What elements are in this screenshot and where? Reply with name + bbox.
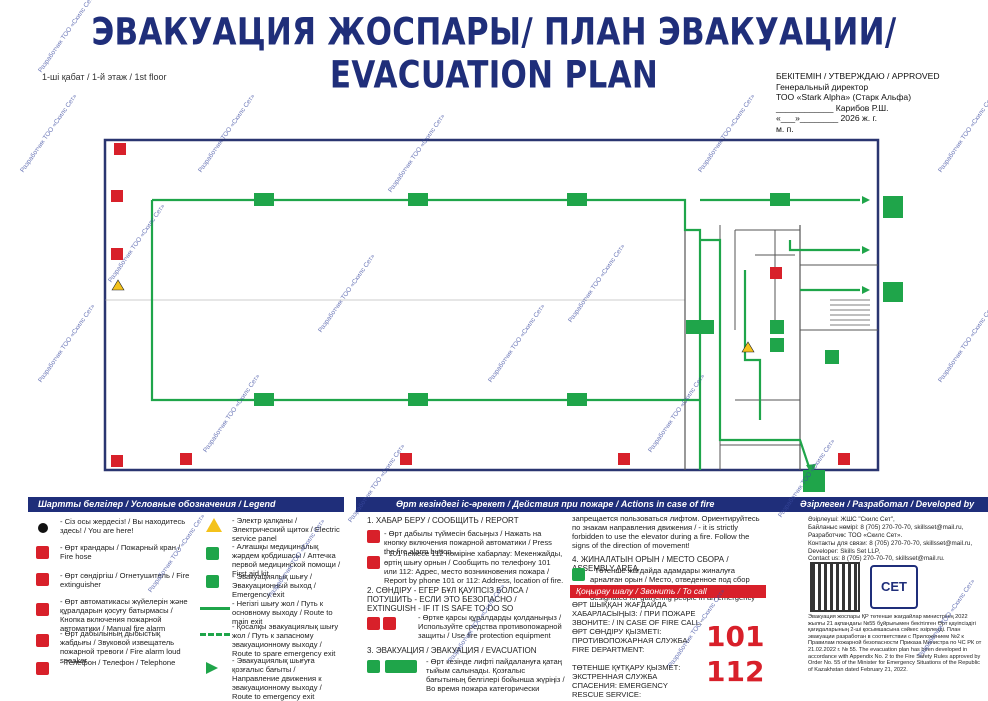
action-text: - Өртке қарсы құралдарды қолданыңыз / Ис… [418,613,562,640]
action-step-heading: 2. СӨНДІРУ - ЕГЕР БҰЛ ҚАУІПСІЗ БОЛСА / П… [367,586,529,613]
legend-item: - Сіз осы жердесіз! / Вы находитесь здес… [60,517,186,535]
page-title: ЭВАКУАЦИЯ ЖОСПАРЫ/ ПЛАН ЭВАКУАЦИИ/ EVACU… [91,10,897,98]
developer-line: Контакты для связи: 8 (705) 270-70-70, s… [808,540,973,547]
qr-code [810,562,860,612]
emergency-exit-icon [206,575,219,588]
electric-panel-icon [206,518,222,532]
action-step-heading: 3. ЭВАКУАЦИЯ / ЭВАКУАЦИЯ / EVACUATION [367,646,537,655]
alarm-button-icon [367,530,380,543]
legend-item: - Эвакуациялық шығуға қозғалыс бағыты / … [232,656,322,701]
legend-item: - Өрт сөндіргіш / Огнетушитель / Fire ex… [60,571,190,589]
legend-item: - Алғашқы медициналық жәрдем қобдишасы /… [232,542,341,578]
developer-line: Әзірлеуші: ЖШС "Скилс Сет", [808,516,895,523]
legend-item: - Электр қалқаны / Электрический щиток /… [232,516,340,543]
direction-arrow-icon [206,662,218,674]
electric-panel [111,279,755,353]
action-step-heading: 4. ЖИНАЛАТЫН ОРЫН / МЕСТО СБОРА / ASSEMB… [572,555,729,573]
approval-block: БЕКІТЕМІН / УТВЕРЖДАЮ / APPROVED Генерал… [776,71,976,134]
company-logo: СЕТ [870,565,918,609]
assembly-area-icon [572,568,585,581]
legend-item: - Өрт автоматикасы жүйелерін және құралд… [60,597,188,633]
fire-alarm-button-icon [36,603,49,616]
legend-item: - Өрт дабылының дыбыстық жабдығы / Звуко… [60,629,181,665]
fire-hose-icon [383,617,396,630]
fire-extinguisher-icon [36,573,49,586]
approval-line: «___»________ 2026 ж. г. [776,113,878,123]
exit-sign-icon [385,660,417,673]
phone-icon [367,556,380,569]
spare-route-line [200,633,230,636]
staircase [830,299,870,326]
approval-line: ТОО «Stark Alpha» (Старк Альфа) [776,92,912,102]
developer-header: Әзірлеген / Разработал / Developed by [790,497,988,512]
main-route-line [200,607,230,610]
rescue-number: 112 [706,655,765,688]
fire-equipment [111,143,850,467]
alarm-speaker-icon [36,634,49,647]
exit-sign [254,193,903,492]
legend-item: - Қосалқы эвакуациялық шығу жол / Путь к… [232,622,339,658]
approval-line: м. п. [776,123,794,134]
action-text: запрещается пользоваться лифтом. Ориенти… [572,514,760,550]
first-aid-icon [206,547,219,560]
call-text: ӨРТ ШЫҚҚАН ЖАҒДАЙДА ХАБАРЛАСЫҢЫЗ: / ПРИ … [572,600,703,627]
developer-line: Байланыс нөмірі: 8 (705) 270-70-70, skil… [808,524,964,531]
route-arrows [806,196,870,475]
evacuation-route [150,198,860,471]
fire-number: 101 [706,620,765,653]
floor-label: 1-ші қабат / 1-й этаж / 1st floor [42,72,167,82]
approval-line: ____________ Карибов Р.Ш. [776,102,889,113]
legend-header: Шартты белгілер / Условные обозначения /… [28,497,344,512]
developer-notes: Эвакуация жоспары ҚР төтенше жағдайлар м… [808,614,982,673]
actions-header: Өрт кезіндегі іс-әрекет / Действия при п… [356,497,806,512]
building-outline [103,138,880,472]
action-text: - 101 немесе 112 нөміріне хабарлау: Меке… [384,549,564,585]
telephone-icon [36,662,49,675]
call-bar: Қоңырау шалу / Звонить / To call [570,585,766,598]
legend-item: - Телефон / Телефон / Telephone [60,658,176,667]
call-text: ӨРТ СӨНДІРУ ҚЫЗМЕТІ: ПРОТИВОПОЖАРНАЯ СЛУ… [572,627,690,654]
call-text: ТӨТЕНШЕ ҚҰТҚАРУ ҚЫЗМЕТ: ЭКСТРЕННАЯ СЛУЖБ… [572,663,681,699]
you-are-here-icon [38,523,48,533]
running-man-icon [367,660,380,673]
action-step-heading: 1. ХАБАР БЕРУ / СООБЩИТЬ / REPORT [367,516,519,525]
legend-item: - Өрт крандары / Пожарный кран / Fire ho… [60,543,181,561]
action-text: - Өрт дабылы түймесін басыңыз / Нажать н… [384,529,552,556]
fire-hose-icon [36,546,49,559]
developer-line: Developer: Skills Set LLP, [808,548,880,555]
extinguisher-icon [367,617,380,630]
approval-line: БЕКІТЕМІН / УТВЕРЖДАЮ / APPROVED [776,71,940,81]
legend-item: - Эвакуациялық шығу / Эвакуационный выхо… [232,572,316,599]
developer-line: Contact us: 8 (705) 270-70-70, skillsset… [808,555,945,562]
legend-item: - Негізгі шығу жол / Путь к основному вы… [232,599,333,626]
action-text: - Өрт кезінде лифті пайдалануға қатаң ты… [426,657,565,693]
developer-line: Разработчик: ТОО «Скилс Сет». [808,532,903,539]
approval-line: Генеральный директор [776,81,869,92]
